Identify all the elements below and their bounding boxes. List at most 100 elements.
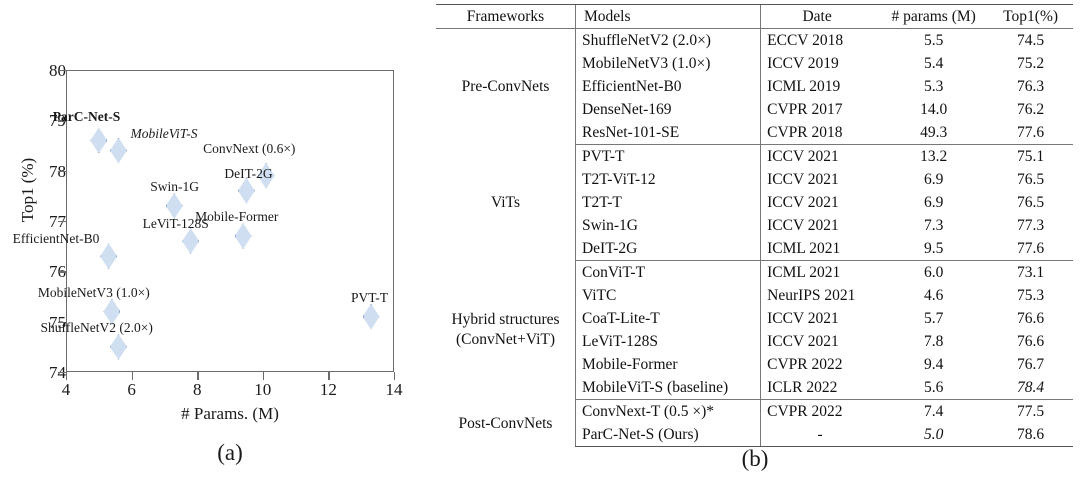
data-point-marker xyxy=(109,333,127,360)
cell-params: 14.0 xyxy=(920,101,948,118)
cell-top1: 76.2 xyxy=(1017,101,1045,118)
y-tick-label: 75 xyxy=(49,312,66,332)
cell-top1: 74.5 xyxy=(1017,32,1045,49)
cell-model: ConViT-T xyxy=(574,260,761,284)
y-tick-mark xyxy=(58,321,66,324)
cell-top1: 75.3 xyxy=(1017,287,1045,304)
y-tick-mark xyxy=(58,271,66,273)
cell-top1: 77.6 xyxy=(988,237,1073,261)
y-tick-label: 80 xyxy=(49,61,66,80)
cell-model: Swin-1G xyxy=(574,214,761,237)
data-point-marker xyxy=(103,298,121,325)
y-tick-mark xyxy=(58,372,66,374)
data-point-label: Swin-1G xyxy=(150,178,199,194)
cell-date: ICML 2021 xyxy=(760,260,880,284)
data-point-marker xyxy=(234,223,252,250)
panel-b-caption: (b) xyxy=(741,446,769,471)
data-point-label: DeIT-2G xyxy=(224,165,273,181)
data-point-label: EfficientNet-B0 xyxy=(12,231,100,247)
y-tick-mark xyxy=(58,120,66,122)
x-tick-mark xyxy=(394,372,396,380)
cell-model: Mobile-Former xyxy=(574,353,761,376)
cell-model: DeIT-2G xyxy=(574,237,761,261)
cell-model: PVT-T xyxy=(574,144,761,168)
cell-top1: 75.2 xyxy=(1017,55,1045,72)
cell-params: 5.3 xyxy=(923,78,944,95)
cell-params: 9.4 xyxy=(923,356,944,373)
cell-model: CoaT-Lite-T xyxy=(574,307,761,330)
cell-params: 5.6 xyxy=(879,376,989,400)
table-header-row: Frameworks Models Date # params (M) Top1… xyxy=(436,4,1073,29)
cell-params: 5.4 xyxy=(923,55,944,72)
y-tick-mark xyxy=(58,221,66,223)
cell-top1: 77.5 xyxy=(1017,403,1045,420)
data-point-marker xyxy=(362,303,380,330)
cell-model: LeViT-128S xyxy=(574,330,761,353)
cell-date: ICCV 2021 xyxy=(760,168,880,191)
cell-top1: 76.5 xyxy=(1017,171,1045,188)
data-point-marker xyxy=(237,177,255,204)
cell-top1: 73.1 xyxy=(1017,264,1045,281)
data-point-marker xyxy=(90,127,108,154)
data-point-label: PVT-T xyxy=(351,289,389,305)
cell-date: ICLR 2022 xyxy=(760,376,880,400)
cell-top1: 76.6 xyxy=(1017,333,1045,350)
framework-label-line1: Hybrid structures xyxy=(451,311,560,328)
cell-date: ICML 2019 xyxy=(760,75,880,98)
cell-top1: 76.3 xyxy=(1017,78,1045,95)
x-tick-mark xyxy=(66,372,68,380)
cell-date: ICCV 2021 xyxy=(760,330,880,353)
cell-date: CVPR 2022 xyxy=(760,399,880,423)
column-header-models: Models xyxy=(574,4,761,29)
cell-top1: 75.1 xyxy=(1017,148,1045,165)
data-point-marker xyxy=(100,243,118,270)
cell-model: MobileNetV3 (1.0×) xyxy=(574,52,761,75)
y-tick-label: 79 xyxy=(49,111,66,131)
cell-model: MobileViT-S (baseline) xyxy=(574,376,761,400)
cell-params: 6.9 xyxy=(923,194,944,211)
cell-date: NeurIPS 2021 xyxy=(760,284,880,307)
cell-model: ViTC xyxy=(574,284,761,307)
framework-group-cell: ViTs xyxy=(490,194,520,211)
x-tick-label: 4 xyxy=(61,380,71,399)
cell-date: - xyxy=(760,423,880,447)
cell-model: ShuffleNetV2 (2.0×) xyxy=(574,28,761,52)
data-point-marker xyxy=(109,137,127,164)
cell-date: ICCV 2021 xyxy=(760,144,880,168)
cell-params: 5.0 xyxy=(879,423,989,447)
cell-params: 6.9 xyxy=(923,171,944,188)
data-point-label: MobileNetV3 (1.0×) xyxy=(37,284,150,300)
column-header-frameworks: Frameworks xyxy=(436,4,576,29)
data-point-label: ConvNext (0.6×) xyxy=(203,140,296,156)
cell-params: 4.6 xyxy=(923,287,944,304)
x-tick-label: 8 xyxy=(192,380,202,399)
cell-top1: 78.4 xyxy=(988,376,1073,400)
cell-top1: 77.6 xyxy=(988,121,1073,145)
cell-params: 7.8 xyxy=(923,333,944,350)
cell-params: 49.3 xyxy=(879,121,989,145)
cell-params: 6.0 xyxy=(923,264,944,281)
cell-date: ICCV 2021 xyxy=(760,214,880,237)
cell-top1: 77.3 xyxy=(1017,217,1045,234)
cell-date: ECCV 2018 xyxy=(760,28,880,52)
data-point-label: Mobile-Former xyxy=(195,209,279,225)
cell-params: 7.4 xyxy=(923,403,944,420)
cell-date: ICCV 2021 xyxy=(760,307,880,330)
x-axis-title: # Params. (M) xyxy=(181,404,279,423)
data-point-marker xyxy=(165,192,183,219)
